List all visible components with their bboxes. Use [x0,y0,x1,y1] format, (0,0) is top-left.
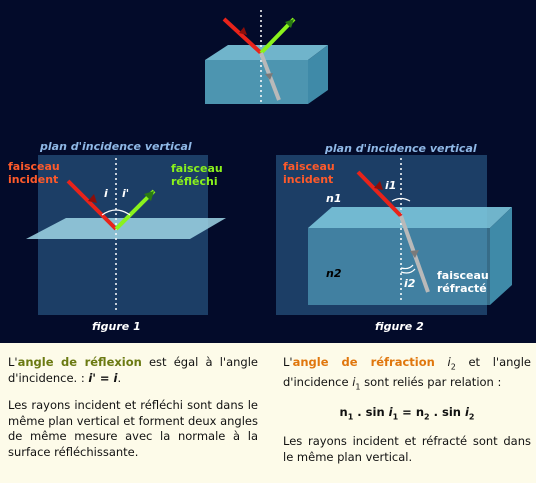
fig2-block-top [308,207,512,228]
fig2-refracted-label-1: faisceau [437,269,489,282]
fig2-incident-label-1: faisceau [283,160,335,173]
fig2-incident-label-2: incident [283,173,333,186]
fig2-caption: figure 2 [375,320,424,333]
fig1-mirror [26,218,226,239]
fig2-refracted-label-2: réfracté [437,282,487,295]
refraction-angle-term: angle de réfraction [292,355,435,369]
fig1-reflected-label-1: faisceau [171,162,223,175]
reflection-equation: i' = i [88,370,118,385]
fig2-plane-label: plan d'incidence vertical [324,142,477,155]
top-block [205,10,328,104]
refraction-description: Les rayons incident et réfracté sont dan… [283,434,531,464]
snell-formula: n1 . sin i1 = n2 . sin i2 [339,404,475,421]
fig2-incident-ray [356,170,403,218]
fig1-caption: figure 1 [92,320,141,333]
fig2-angle-i2: i2 [404,277,416,290]
fig2-angle-i1: i1 [385,179,396,192]
fig1-angle-arc [101,209,131,216]
fig1-plane-label: plan d'incidence vertical [39,140,192,153]
diagram-svg: plan d'incidence vertical faisceau incid… [8,10,512,333]
fig1-angle-i: i [104,187,108,200]
fig1-angle-i-prime: i' [122,187,129,200]
refraction-text-panel: L'angle de réfraction i2 et l'angle d'in… [283,343,531,483]
reflection-law-paragraph: L'angle de réflexion est égal à l'angle … [8,355,258,385]
fig2-n1: n1 [326,192,342,205]
fig1-reflected-label-2: réfléchi [171,175,218,188]
fig1-incident-ray [66,179,118,231]
refraction-law-paragraph: L'angle de réfraction i2 et l'angle d'in… [283,355,531,392]
reflection-description: Les rayons incident et réfléchi sont dan… [8,398,258,459]
fig2-block-front [308,228,490,305]
figure-2 [276,155,512,315]
top-incident-ray [222,17,263,55]
fig1-incident-label-1: faisceau [8,160,60,173]
reflection-text-panel: L'angle de réflexion est égal à l'angle … [8,343,258,483]
figure-1 [26,155,226,315]
reflection-angle-term: angle de réflexion [17,355,142,369]
optics-diagram: plan d'incidence vertical faisceau incid… [0,0,536,343]
fig1-incident-label-2: incident [8,173,58,186]
fig2-block-side [490,207,512,305]
fig2-n2: n2 [326,267,342,280]
